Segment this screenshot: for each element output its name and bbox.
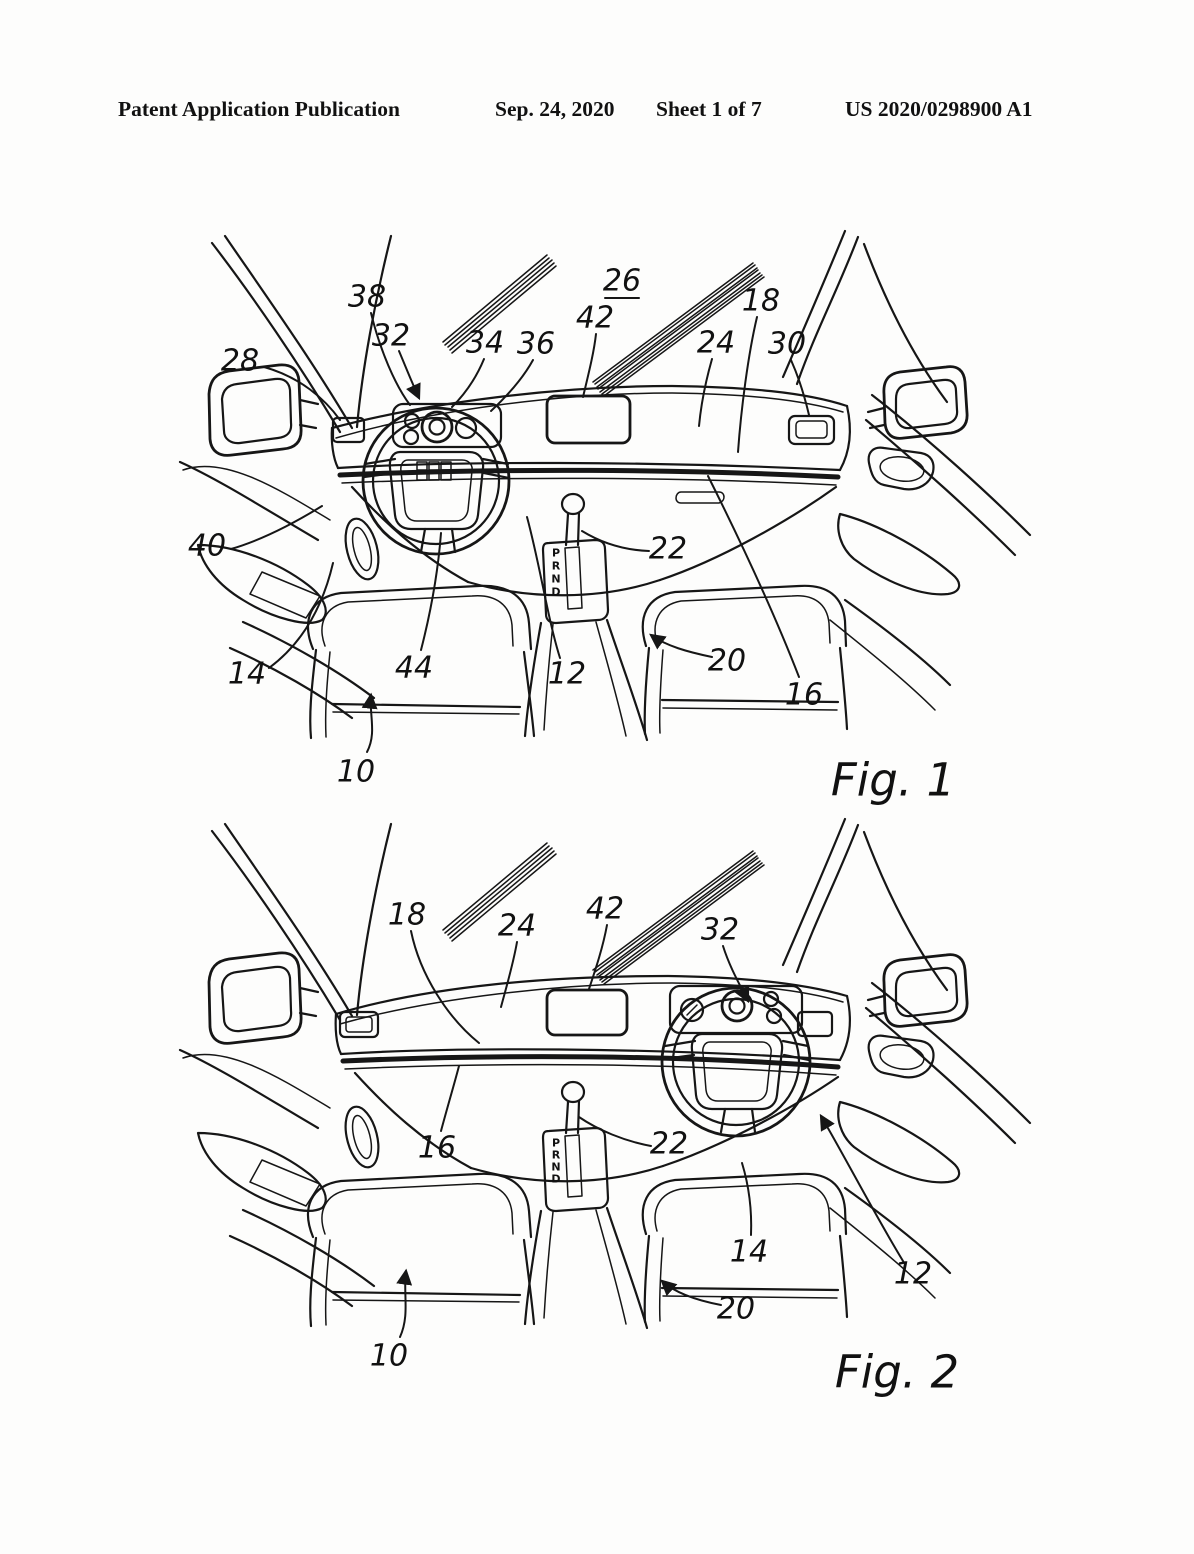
- leader-line-12: [819, 1113, 904, 1262]
- shifter-letter-N: N: [551, 573, 560, 586]
- leader-line-14: [268, 562, 334, 669]
- right-mirror: [866, 365, 969, 440]
- seats: [306, 1172, 849, 1328]
- ref-label-42: 42: [576, 301, 614, 336]
- header-patent-number: US 2020/0298900 A1: [845, 97, 1033, 121]
- shifter-letter-R: R: [552, 560, 561, 573]
- shifter-letter-D: D: [551, 1173, 560, 1186]
- page-header: Patent Application Publication Sep. 24, …: [0, 97, 1194, 123]
- leader-line-44: [420, 532, 442, 651]
- ref-label-14: 14: [730, 1235, 768, 1270]
- ref-label-32: 32: [372, 319, 410, 354]
- ref-label-24: 24: [697, 326, 735, 361]
- leader-line-32: [398, 350, 421, 401]
- left-mirror: [207, 363, 320, 457]
- ref-label-38: 38: [348, 280, 386, 315]
- leader-line-28: [263, 366, 341, 421]
- windshield-hatching: [442, 254, 765, 397]
- leader-line-22: [578, 1116, 652, 1147]
- shifter-letter-P: P: [552, 547, 560, 560]
- leader-line-14: [741, 1162, 753, 1236]
- header-date: Sep. 24, 2020: [495, 97, 615, 121]
- leader-line-24: [500, 941, 518, 1008]
- ref-label-10: 10: [370, 1339, 408, 1374]
- leader-line-18: [737, 316, 758, 453]
- ref-label-20: 20: [708, 644, 746, 679]
- center-console: [523, 618, 649, 742]
- shifter-letter-P: P: [552, 1137, 560, 1150]
- ref-label-22: 22: [650, 1127, 688, 1162]
- leader-line-10: [361, 692, 378, 753]
- ref-label-18: 18: [388, 898, 426, 933]
- ref-label-10: 10: [337, 755, 375, 790]
- ref-label-18: 18: [742, 284, 780, 319]
- leader-line-36: [490, 359, 534, 412]
- ref-label-16: 16: [785, 678, 823, 713]
- ref-label-40: 40: [188, 529, 226, 564]
- right-door: [829, 1034, 961, 1299]
- ref-label-12: 12: [894, 1257, 932, 1292]
- header-publication: Patent Application Publication: [118, 97, 400, 121]
- leader-line-42: [582, 333, 597, 398]
- leader-line-34: [451, 358, 485, 408]
- right-mirror: [866, 953, 969, 1028]
- leader-line-20: [649, 633, 713, 658]
- steering-wheel: [361, 406, 511, 556]
- header-sheet: Sheet 1 of 7: [656, 97, 762, 121]
- leader-line-16: [707, 475, 800, 678]
- leader-line-42: [588, 924, 608, 990]
- ref-label-28: 28: [221, 344, 259, 379]
- right-door: [829, 446, 961, 711]
- ref-label-24: 24: [498, 909, 536, 944]
- ref-label-36: 36: [517, 327, 555, 362]
- leader-line-40: [230, 505, 323, 550]
- ref-label-44: 44: [395, 651, 433, 686]
- windshield-pillars: [178, 817, 1032, 1145]
- ref-label-12: 12: [548, 657, 586, 692]
- shifter-letter-D: D: [551, 586, 560, 599]
- hub-button-grid: [416, 461, 452, 481]
- ref-label-14: 14: [228, 657, 266, 692]
- leader-line-12: [526, 516, 561, 659]
- left-mirror: [207, 951, 320, 1045]
- windshield-pillars: [178, 229, 1032, 557]
- shifter-letter-R: R: [552, 1149, 561, 1162]
- ref-label-34: 34: [466, 326, 504, 361]
- ref-label-42: 42: [586, 892, 624, 927]
- leader-line-30: [790, 359, 810, 416]
- leader-line-22: [581, 530, 650, 552]
- left-door: [196, 1105, 380, 1308]
- ref-label-16: 16: [418, 1131, 456, 1166]
- windshield-hatching: [442, 842, 765, 985]
- ref-label-20: 20: [717, 1292, 755, 1327]
- dashboard: [334, 974, 851, 1183]
- shifter-letter-N: N: [551, 1161, 560, 1174]
- center-console: [523, 1206, 649, 1330]
- figure-caption: Fig. 1: [831, 754, 955, 807]
- left-door: [196, 517, 380, 720]
- leader-line-24: [698, 358, 713, 427]
- leader-line-20: [660, 1279, 722, 1306]
- leader-line-10: [396, 1268, 413, 1338]
- leader-line-38: [370, 312, 411, 406]
- instrument-cluster: [391, 402, 503, 449]
- ref-label-30: 30: [768, 327, 806, 362]
- leader-line-16: [440, 1065, 460, 1132]
- dashboard: [330, 384, 851, 597]
- leader-line-18: [410, 930, 480, 1044]
- ref-label-26: 26: [603, 264, 641, 299]
- leader-line-32: [722, 945, 750, 1004]
- ref-label-22: 22: [649, 532, 687, 567]
- ref-label-32: 32: [701, 913, 739, 948]
- instrument-cluster: [668, 984, 804, 1035]
- gear-shifter: [541, 492, 610, 625]
- figure-caption: Fig. 2: [835, 1346, 959, 1399]
